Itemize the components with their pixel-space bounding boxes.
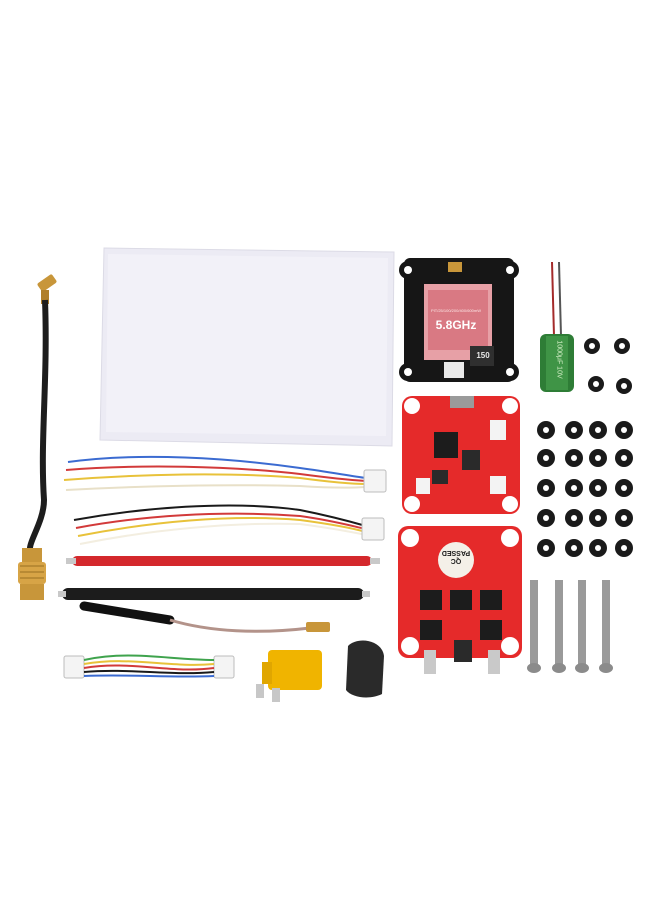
esc-board [398, 526, 522, 674]
signal-wires-middle [73, 504, 385, 545]
hex-nuts [584, 338, 632, 394]
flight-controller-board [402, 396, 520, 514]
vtx-frequency-label: 5.8GHz [435, 318, 477, 332]
electrolytic-capacitor [540, 261, 574, 392]
mmcx-pigtail [79, 601, 330, 633]
capacitor-label: 1000μF 10V [555, 340, 563, 379]
signal-wires-top [63, 455, 387, 493]
rubber-cap [346, 640, 384, 698]
xt60-connector [256, 650, 322, 702]
qc-line-2: PASSED [441, 549, 471, 556]
vtx-power-label: PIT/25/100/200/400/600mW [430, 308, 482, 313]
red-power-wire [66, 556, 380, 566]
rubber-grommets [537, 421, 633, 557]
black-power-wire [58, 588, 370, 600]
qc-passed-sticker: QC PASSED [438, 548, 474, 564]
qc-line-1: QC [450, 557, 462, 564]
m3-screws [527, 580, 613, 673]
protective-film [99, 247, 395, 447]
vtx-board [399, 258, 519, 382]
jst-harness [63, 654, 235, 679]
antenna-cable [18, 274, 57, 600]
inductor-code-label: 150 [476, 351, 490, 360]
